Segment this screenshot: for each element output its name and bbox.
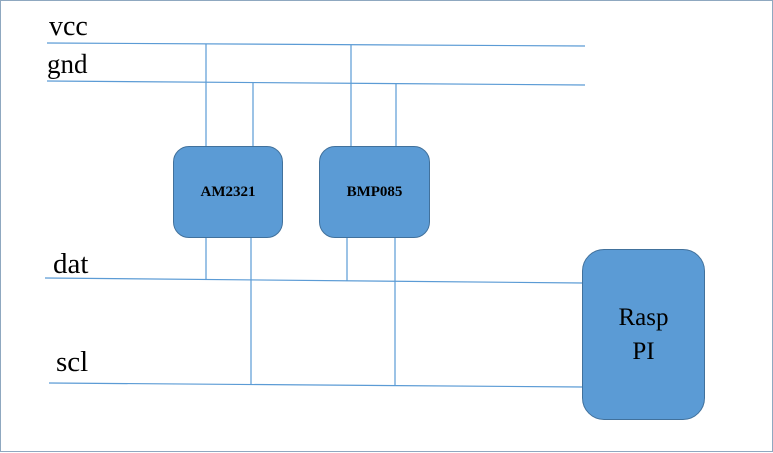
am2321-label: AM2321: [200, 183, 256, 200]
dat-bus-line: [44, 277, 584, 284]
rasp-label-line2: PI: [632, 337, 655, 365]
gnd-label: gnd: [47, 49, 88, 79]
rasp-label-line1: Rasp: [618, 304, 669, 332]
vcc-bus-line: [46, 42, 586, 47]
bmp085-sensor-block[interactable]: BMP085: [319, 146, 430, 238]
scl-bus-line: [48, 382, 584, 388]
scl-label: scl: [56, 346, 89, 378]
bmp085-label: BMP085: [346, 183, 403, 200]
raspberry-pi-label: Rasp PI: [619, 301, 669, 368]
raspberry-pi-block[interactable]: Rasp PI: [582, 249, 705, 420]
vcc-label: vcc: [49, 11, 88, 42]
dat-label: dat: [53, 248, 89, 280]
am2321-sensor-block[interactable]: AM2321: [173, 146, 283, 238]
gnd-bus-line: [46, 80, 586, 86]
